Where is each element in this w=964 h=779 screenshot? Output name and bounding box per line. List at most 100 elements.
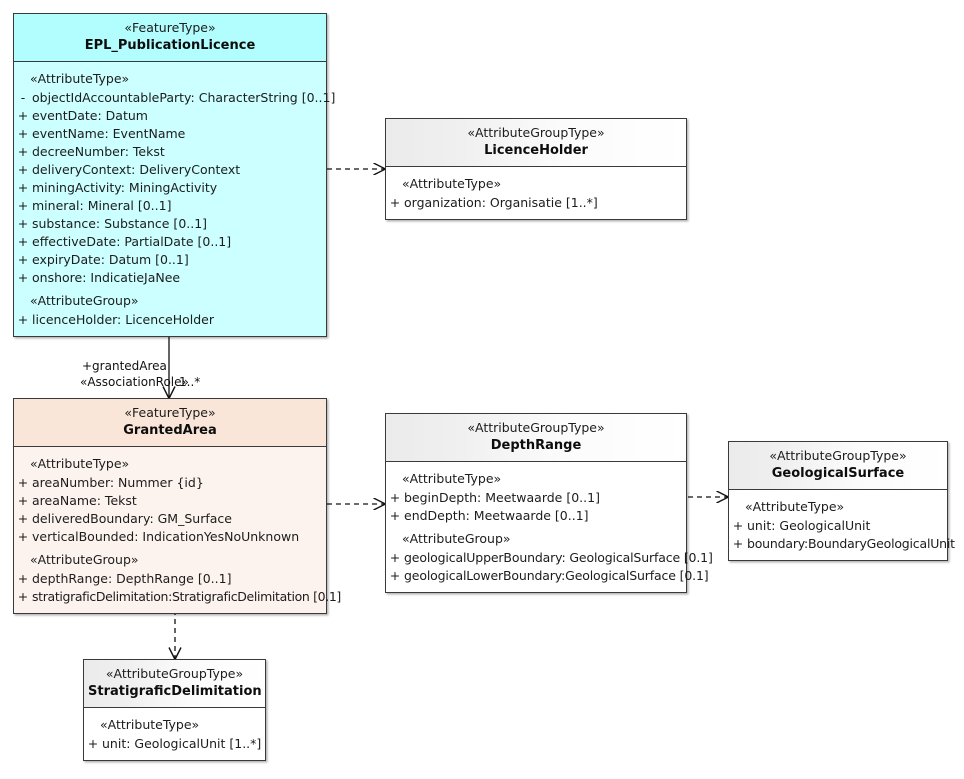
attribute-signature: boundary:BoundaryGeologicalUnit [747,535,955,551]
attribute-signature: unit: GeologicalUnit [747,517,871,533]
attribute-row[interactable]: + effectiveDate: PartialDate [0..1] [14,232,326,250]
visibility-marker: + [389,507,401,523]
attribute-row[interactable]: + miningActivity: MiningActivity [14,178,326,196]
attribute-signature: expiryDate: Datum [0..1] [32,251,189,267]
attribute-group-label: «AttributeType» [100,717,200,733]
attribute-row[interactable]: + licenceHolder: LicenceHolder [14,310,326,328]
attribute-group-label: «AttributeGroup» [30,552,139,568]
visibility-marker: - [20,89,26,105]
association-multiplicity: 1..* [179,375,201,389]
attribute-signature: verticalBounded: IndicationYesNoUnknown [32,528,300,544]
class-stereotype: «AttributeGroupType» [769,448,907,463]
visibility-marker: + [87,735,99,751]
visibility-marker: + [732,517,744,533]
class-name: GeologicalSurface [771,465,905,481]
attribute-signature: decreeNumber: Tekst [32,143,165,159]
class-stereotype: «AttributeGroupType» [467,125,605,140]
attribute-signature: mineral: Mineral [0..1] [32,197,172,213]
attribute-row[interactable]: + substance: Substance [0..1] [14,214,326,232]
visibility-marker: + [17,125,29,141]
visibility-marker: + [389,489,401,505]
attribute-row[interactable]: + endDepth: Meetwaarde [0..1] [386,506,686,524]
class-body: «AttributeType» + unit: GeologicalUnit +… [729,490,955,561]
visibility-marker: + [17,510,29,526]
attribute-signature: effectiveDate: PartialDate [0..1] [32,233,232,249]
attribute-signature: beginDepth: Meetwaarde [0..1] [404,489,600,505]
attribute-row[interactable]: + areaName: Tekst [14,491,326,509]
attribute-group-label: «AttributeGroup» [30,293,139,309]
attribute-row[interactable]: + unit: GeologicalUnit [729,516,947,534]
attribute-row[interactable]: + geologicalLowerBoundary:GeologicalSurf… [386,566,709,584]
attribute-row[interactable]: + depthRange: DepthRange [0..1] [14,569,326,587]
attribute-row[interactable]: + organization: Organisatie [1..*] [386,193,686,211]
class-stereotype: «AttributeGroupType» [467,420,605,435]
attribute-row[interactable]: + mineral: Mineral [0..1] [14,196,326,214]
visibility-marker: + [17,215,29,231]
visibility-marker: + [17,474,29,490]
class-body: «AttributeType» + beginDepth: Meetwaarde… [386,462,713,593]
attribute-signature: organization: Organisatie [1..*] [404,194,598,210]
visibility-marker: + [17,197,29,213]
class-box-stratigraficdelimitation[interactable]: «AttributeGroupType» StratigraficDelimit… [83,659,266,762]
class-stereotype: «AttributeGroupType» [105,666,244,681]
visibility-marker: + [17,492,29,508]
attribute-signature: endDepth: Meetwaarde [0..1] [404,507,589,523]
visibility-marker: + [389,194,401,210]
attribute-row[interactable]: + eventName: EventName [14,124,326,142]
class-box-epl-publicationlicence[interactable]: «FeatureType» EPL_PublicationLicence «At… [13,13,336,338]
visibility-marker: + [17,143,29,159]
attribute-signature: objectIdAccountableParty: CharacterStrin… [32,89,336,105]
class-header: «AttributeGroupType» GeologicalSurface [729,442,947,491]
visibility-marker: + [17,233,29,249]
attribute-signature: onshore: IndicatieJaNee [32,269,181,285]
attribute-row[interactable]: + areaNumber: Nummer {id} [14,473,326,491]
attribute-row[interactable]: + deliveryContext: DeliveryContext [14,160,326,178]
attribute-row[interactable]: + decreeNumber: Tekst [14,142,326,160]
class-body: «AttributeType» - objectIdAccountablePar… [14,62,336,337]
attribute-group-label: «AttributeType» [402,471,502,487]
class-box-grantedarea[interactable]: «FeatureType» GrantedArea «AttributeType… [13,398,342,615]
attribute-row[interactable]: + eventDate: Datum [14,106,326,124]
attribute-signature: geologicalLowerBoundary:GeologicalSurfac… [404,567,709,583]
attribute-signature: unit: GeologicalUnit [1..*] [102,735,262,751]
visibility-marker: + [17,570,29,586]
attribute-group-label: «AttributeType» [30,456,130,472]
attribute-signature: licenceHolder: LicenceHolder [32,311,215,327]
attribute-row[interactable]: + onshore: IndicatieJaNee [14,268,326,286]
class-header: «AttributeGroupType» StratigraficDelimit… [84,660,265,709]
attribute-signature: eventDate: Datum [32,107,148,123]
attribute-row[interactable]: + expiryDate: Datum [0..1] [14,250,326,268]
class-box-licenceholder[interactable]: «AttributeGroupType» LicenceHolder «Attr… [385,118,687,221]
visibility-marker: + [17,528,29,544]
attribute-row[interactable]: + verticalBounded: IndicationYesNoUnknow… [14,527,326,545]
class-name: DepthRange [490,437,582,453]
attribute-row[interactable]: + geologicalUpperBoundary: GeologicalSur… [386,548,713,566]
class-box-geologicalsurface[interactable]: «AttributeGroupType» GeologicalSurface «… [728,441,955,562]
attribute-signature: miningActivity: MiningActivity [32,179,218,195]
visibility-marker: + [732,535,744,551]
association-role-name: +grantedArea [82,359,167,373]
visibility-marker: + [17,311,29,327]
class-header: «AttributeGroupType» LicenceHolder [386,119,686,168]
class-box-depthrange[interactable]: «AttributeGroupType» DepthRange «Attribu… [385,413,713,594]
class-name: LicenceHolder [484,142,588,158]
visibility-marker: + [17,269,29,285]
attribute-row[interactable]: + beginDepth: Meetwaarde [0..1] [386,488,686,506]
visibility-marker: + [389,567,401,583]
attribute-signature: stratigraficDelimitation:StratigraficDel… [32,588,341,604]
attribute-signature: eventName: EventName [32,125,186,141]
visibility-marker: + [17,251,29,267]
visibility-marker: + [17,107,29,123]
attribute-row[interactable]: - objectIdAccountableParty: CharacterStr… [14,88,336,106]
class-name: StratigraficDelimitation [88,683,262,699]
attribute-row[interactable]: + deliveredBoundary: GM_Surface [14,509,326,527]
attribute-signature: substance: Substance [0..1] [32,215,208,231]
class-body: «AttributeType» + unit: GeologicalUnit [… [84,708,265,761]
attribute-row[interactable]: + unit: GeologicalUnit [1..*] [84,734,265,752]
attribute-row[interactable]: + stratigraficDelimitation:StratigraficD… [14,587,342,605]
class-body: «AttributeType» + organization: Organisa… [386,167,686,220]
attribute-row[interactable]: + boundary:BoundaryGeologicalUnit [729,534,955,552]
class-name: GrantedArea [123,422,217,438]
attribute-group-label: «AttributeType» [745,499,845,515]
